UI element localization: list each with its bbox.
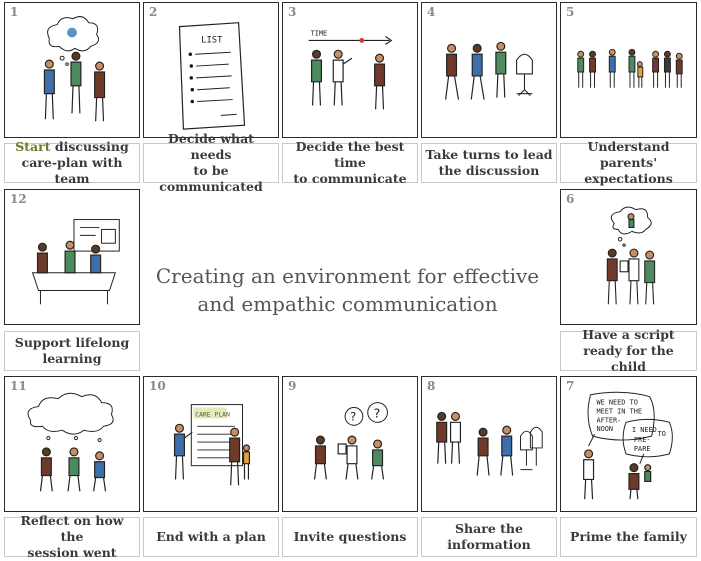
step-11-panel: 11 — [4, 376, 140, 512]
step-5-panel: 5 — [560, 2, 697, 138]
step-7-caption: Prime the family — [560, 517, 697, 557]
prime-family-illustration: WE NEED TO MEET IN THE AFTER- NOON I NEE… — [583, 391, 673, 500]
learning-session-illustration — [31, 219, 120, 305]
svg-text:WE NEED TO: WE NEED TO — [596, 399, 637, 407]
step-5-caption: Understand parents'expectations — [560, 139, 697, 186]
question-mark-icon: ? — [374, 406, 381, 421]
svg-text:PRE-: PRE- — [634, 436, 651, 444]
step-number: 10 — [149, 379, 166, 393]
timeline-illustration: TIME — [308, 30, 393, 110]
walking-people-illustration — [445, 41, 533, 100]
parents-group-illustration — [577, 48, 683, 88]
sharing-information-illustration — [436, 411, 543, 476]
svg-text:NOON: NOON — [596, 425, 613, 433]
team-discussion-illustration — [43, 16, 106, 122]
step-number: 2 — [149, 5, 158, 19]
step-number: 11 — [10, 379, 27, 393]
step-3-panel: 3 TIME — [282, 2, 418, 138]
step-8-panel: 8 — [421, 376, 557, 512]
question-mark-icon: ? — [350, 409, 356, 423]
svg-text:TO: TO — [658, 430, 666, 438]
step-number: 5 — [566, 5, 575, 19]
svg-text:PARE: PARE — [634, 445, 651, 453]
svg-text:I NEED: I NEED — [632, 426, 657, 434]
step-12-panel: 12 — [4, 189, 140, 325]
step-2-panel: 2 LIST — [143, 2, 279, 138]
step-number: 6 — [566, 192, 575, 206]
care-plan-icon-text: CARE PLAN — [195, 410, 230, 418]
center-title: Creating an environment for effective an… — [155, 264, 540, 316]
step-6-panel: 6 — [560, 189, 697, 325]
step-number: 1 — [10, 5, 19, 19]
questions-illustration: ? ? — [313, 402, 388, 480]
list-icon-text: LIST — [201, 35, 223, 45]
svg-text:AFTER-: AFTER- — [596, 416, 621, 424]
step-4-panel: 4 — [421, 2, 557, 138]
time-icon-text: TIME — [311, 30, 328, 38]
reflection-illustration — [27, 392, 114, 492]
caption-highlight: Start — [15, 139, 51, 154]
care-plan-board-illustration: CARE PLAN — [173, 404, 251, 486]
step-number: 9 — [288, 379, 297, 393]
step-9-caption: Invite questions — [282, 517, 418, 557]
step-1-panel: 1 — [4, 2, 140, 138]
list-document-illustration: LIST — [178, 22, 246, 130]
step-number: 12 — [10, 192, 27, 206]
step-7-panel: 7 WE NEED TO MEET IN THE AFTER- NOON I N… — [560, 376, 697, 512]
step-10-panel: 10 CARE PLAN — [143, 376, 279, 512]
step-number: 4 — [427, 5, 436, 19]
step-number: 3 — [288, 5, 297, 19]
step-9-panel: 9 ? ? — [282, 376, 418, 512]
svg-text:MEET IN THE: MEET IN THE — [596, 407, 642, 415]
step-number: 8 — [427, 379, 436, 393]
step-10-caption: End with a plan — [143, 517, 279, 557]
step-number: 7 — [566, 379, 575, 393]
script-for-child-illustration — [606, 206, 656, 305]
